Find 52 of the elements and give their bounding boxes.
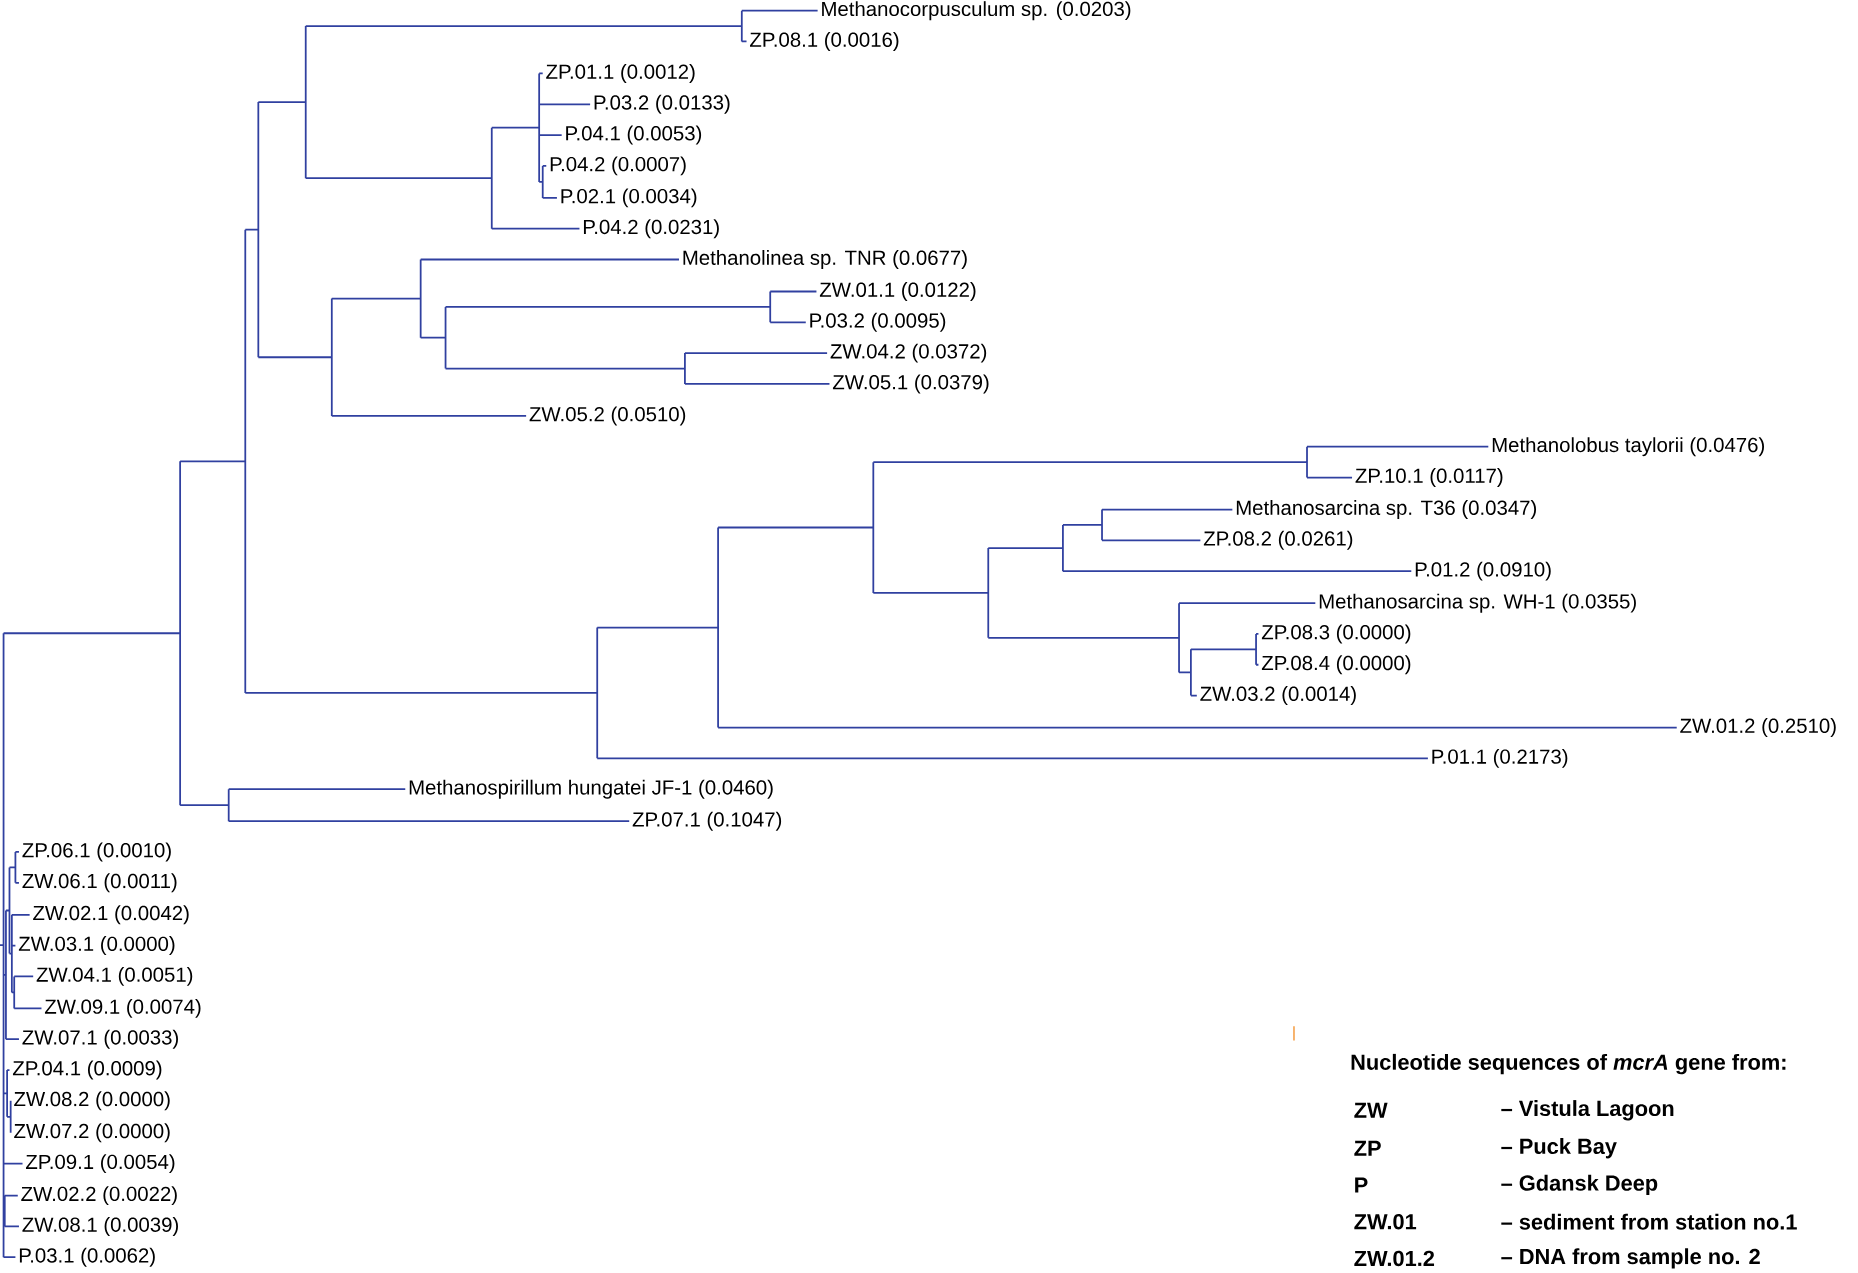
leaf-label: ZP.01.1 (0.0012) (546, 64, 695, 84)
leaf-label: ZW.04.1 (0.0051) (36, 967, 193, 987)
leaf-label: ZW.03.2 (0.0014) (1200, 686, 1356, 706)
leaf-label: ZW.07.1 (0.0033) (22, 1029, 178, 1049)
leaf-label: ZW.05.1 (0.0379) (832, 374, 989, 394)
leaf-label: ZW.03.1 (0.0000) (18, 936, 175, 956)
leaf-label: ZP.08.2 (0.0261) (1203, 531, 1353, 550)
leaf-label: ZW.04.2 (0.0372) (830, 343, 987, 363)
legend-description: – DNA from sample no. 2 (1501, 1248, 1760, 1269)
leaf-label: ZW.07.2 (0.0000) (14, 1123, 170, 1143)
leaf-label: Methanolinea sp. TNR (0.0677) (683, 250, 967, 270)
legend-key: ZW.01 (1354, 1214, 1417, 1230)
leaf-label: ZW.08.2 (0.0000) (14, 1091, 170, 1111)
leaf-label: P.04.2 (0.0007) (550, 156, 686, 176)
leaf-label: ZP.04.1 (0.0009) (12, 1060, 162, 1080)
legend-description: – Gdansk Deep (1501, 1175, 1658, 1196)
leaf-label: P.03.2 (0.0133) (594, 94, 730, 114)
leaf-label: ZW.05.2 (0.0510) (529, 406, 686, 426)
legend-description: – Vistula Lagoon (1501, 1100, 1674, 1121)
legend-description: – Puck Bay (1501, 1138, 1617, 1159)
leaf-label: P.01.1 (0.2173) (1432, 749, 1568, 769)
leaf-label: ZW.02.2 (0.0022) (21, 1186, 177, 1206)
legend-title: Nucleotide sequences of mcrA gene from: (1351, 1054, 1786, 1075)
leaf-label: ZP.08.4 (0.0000) (1261, 655, 1411, 675)
leaf-label: ZW.08.1 (0.0039) (22, 1217, 178, 1237)
leaf-label: ZP.10.1 (0.0117) (1355, 468, 1503, 488)
leaf-label: ZP.08.3 (0.0000) (1261, 624, 1411, 644)
leaf-label: Methanocorpusculum sp. (0.0203) (822, 1, 1131, 21)
leaf-label: ZP.06.1 (0.0010) (22, 842, 171, 862)
leaf-label: ZW.09.1 (0.0074) (44, 999, 201, 1019)
leaf-label: P.04.2 (0.0231) (583, 219, 719, 239)
leaf-label: ZP.08.1 (0.0016) (750, 32, 899, 52)
leaf-label: ZW.02.1 (0.0042) (33, 905, 189, 925)
legend-key: ZW.01.2 (1354, 1250, 1435, 1267)
legend-key: ZW (1354, 1102, 1388, 1118)
leaf-label: P.04.1 (0.0053) (566, 125, 702, 145)
leaf-label: Methanosarcina sp. WH-1 (0.0355) (1319, 593, 1636, 613)
leaf-label: ZP.09.1 (0.0054) (26, 1154, 175, 1174)
leaf-label: P.02.1 (0.0034) (561, 188, 697, 208)
leaf-label: ZW.01.1 (0.0122) (819, 282, 976, 302)
leaf-label: P.01.2 (0.0910) (1415, 561, 1551, 581)
legend-description: – sediment from station no.1 (1501, 1213, 1797, 1230)
legend-key: P (1355, 1177, 1368, 1193)
leaf-label: ZW.06.1 (0.0011) (22, 873, 177, 893)
leaf-label: Methanosarcina sp. T36 (0.0347) (1236, 500, 1537, 520)
leaf-label: Methanospirillum hungatei JF-1 (0.0460) (409, 779, 773, 799)
leaf-label: P.03.2 (0.0095) (810, 313, 946, 332)
leaf-label: P.03.1 (0.0062) (19, 1247, 155, 1267)
leaf-label: Methanolobus taylorii (0.0476) (1492, 437, 1764, 457)
leaf-label: ZP.07.1 (0.1047) (632, 811, 782, 831)
leaf-label: ZW.01.2 (0.2510) (1680, 718, 1836, 738)
legend-key: ZP (1354, 1140, 1381, 1156)
